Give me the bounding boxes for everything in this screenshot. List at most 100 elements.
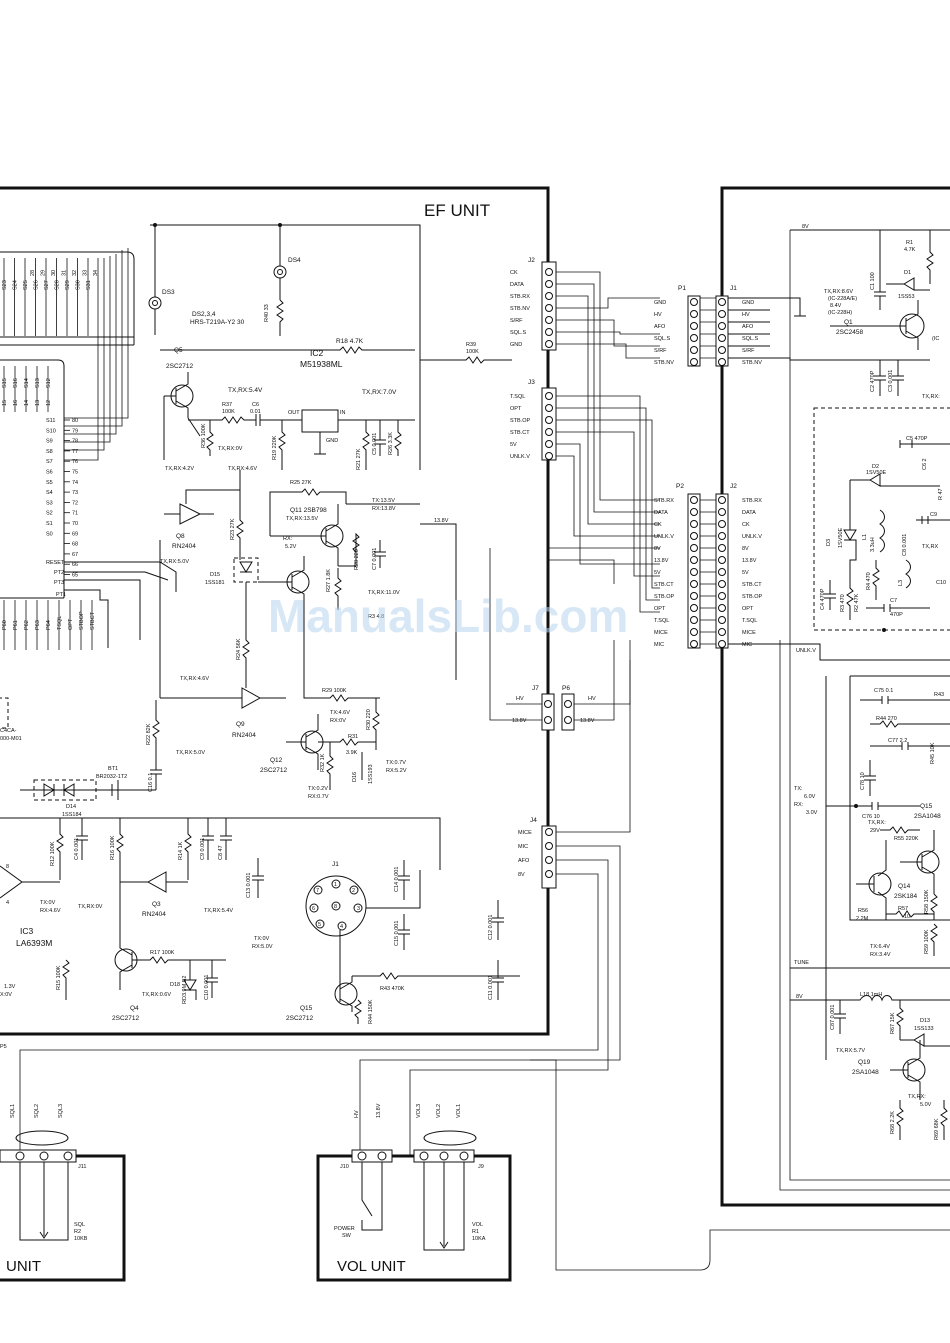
svg-text:4: 4 (6, 900, 9, 906)
pin-label: S23 (2, 280, 8, 290)
pin-label: STB.RX (510, 294, 530, 300)
connector-pin (718, 334, 726, 342)
pin-label: P60 (2, 620, 8, 630)
connector-pin (690, 496, 698, 504)
right-unit-border (720, 186, 950, 1207)
svg-text:1: 1 (334, 882, 337, 888)
r12-label: R12 100K (50, 841, 56, 866)
connector-pin (545, 392, 553, 400)
connector-pin (545, 870, 553, 878)
right-c76: C76 10 (862, 814, 880, 820)
svg-text:VOL2: VOL2 (436, 1104, 442, 1118)
sql-unit-title: UNIT (6, 1258, 41, 1275)
svg-text:10KA: 10KA (472, 1236, 486, 1242)
ic3-part: LA6393M (16, 938, 52, 948)
pin-label: S1 (46, 521, 53, 527)
svg-text:R1: R1 (472, 1229, 479, 1235)
pin-label: S/RF (510, 318, 523, 324)
svg-text:OUT: OUT (288, 410, 300, 416)
d15-diode-pair: D15 1SS181 (205, 557, 259, 586)
pin-label: 33 (83, 270, 89, 276)
pin-label: T.SQL (654, 618, 669, 624)
connector-pin (690, 310, 698, 318)
svg-text:VOL3: VOL3 (416, 1104, 422, 1118)
svg-text:3: 3 (357, 906, 360, 912)
connector-pin (690, 532, 698, 540)
connector-pin (690, 604, 698, 612)
connector-pin (545, 316, 553, 324)
connector-pin (690, 334, 698, 342)
pin-label: 13 (35, 400, 41, 406)
j7-title: J7 (532, 685, 539, 692)
v138-label: 13.8V (434, 518, 449, 524)
right-c7: C7 (890, 598, 897, 604)
pin-label: STB.OP (510, 418, 531, 424)
right-c10: C10 (936, 580, 946, 586)
pin-label: S12 (46, 378, 52, 388)
v0-label: X:0V (0, 992, 12, 998)
pin-label: MIC (518, 844, 528, 850)
pin-label: TSQL (57, 616, 63, 630)
pin-label: 13.8V (654, 558, 669, 564)
pin-label: 13.8V (580, 718, 595, 724)
right-r44: R44 270 (876, 716, 897, 722)
pin-label: S6 (46, 470, 53, 476)
svg-text:VOL: VOL (472, 1222, 483, 1228)
c7-label: C7 0.001 (372, 548, 378, 570)
p2-title: P2 (676, 483, 684, 490)
right-8v: 8V (802, 224, 809, 230)
svg-text:J11: J11 (78, 1164, 86, 1170)
right-c4: C4 470P (820, 588, 826, 610)
pin-label: UNLK.V (510, 454, 530, 460)
connector-pin (718, 346, 726, 354)
ic3-tx: TX:0V (40, 900, 56, 906)
svg-text:7: 7 (316, 888, 319, 894)
right-c78: C78 10 (860, 772, 866, 790)
c6-val: 0.01 (250, 409, 261, 415)
svg-text:Q15: Q15 (300, 1005, 313, 1012)
pin-label: S0 (46, 531, 53, 537)
pin-label: S15 (2, 378, 8, 388)
c15-label: C15 0.001 (394, 921, 400, 946)
pin-label: STB.RX (654, 498, 674, 504)
q4-transistor: Q4 2SC2712 (112, 900, 148, 1022)
ic2-txrx-70: TX,RX:7.0V (362, 389, 397, 396)
q12-tx46: TX:4.6V (330, 710, 350, 716)
right-tx60: TX: (794, 786, 803, 792)
connector-pin (718, 532, 726, 540)
pin-label: 69 (72, 531, 78, 537)
r15-label: R15 100K (56, 965, 62, 990)
pin-label: 68 (72, 542, 78, 548)
pin-label: MICE (518, 830, 532, 836)
pin-label: S5 (46, 480, 53, 486)
q11-transistor (270, 504, 344, 566)
p5-label: P5 (0, 1044, 7, 1050)
right-r69: R69 68K (934, 1118, 940, 1140)
pin-label: 5V (742, 570, 749, 576)
pin-label: CK (654, 522, 662, 528)
ef-unit-border (0, 186, 550, 1036)
connector-pin (718, 640, 726, 648)
pin-label: 14 (24, 400, 30, 406)
watermark: ManualsLib.com (268, 590, 628, 642)
pin-label: STB.RX (742, 498, 762, 504)
right-r56: R56 (858, 908, 868, 914)
svg-text:Q8: Q8 (176, 533, 185, 540)
svg-text:4: 4 (340, 924, 343, 930)
svg-text:2: 2 (352, 888, 355, 894)
q11-label: Q11 2SB798 (290, 507, 327, 514)
r31-val: 3.9K (346, 750, 358, 756)
pin-label: 71 (72, 511, 78, 517)
pin-label: PT2 (54, 570, 64, 576)
svg-text:GND: GND (326, 438, 338, 444)
svg-text:HV: HV (354, 1110, 360, 1118)
pin-label: CK (510, 270, 518, 276)
pin-label: DATA (742, 510, 756, 516)
right-rx34: RX:3.4V (870, 952, 891, 958)
pin-label: GND (510, 342, 522, 348)
svg-text:R40 33: R40 33 (264, 304, 270, 322)
right-d2-part: 1SV50E (866, 470, 887, 476)
